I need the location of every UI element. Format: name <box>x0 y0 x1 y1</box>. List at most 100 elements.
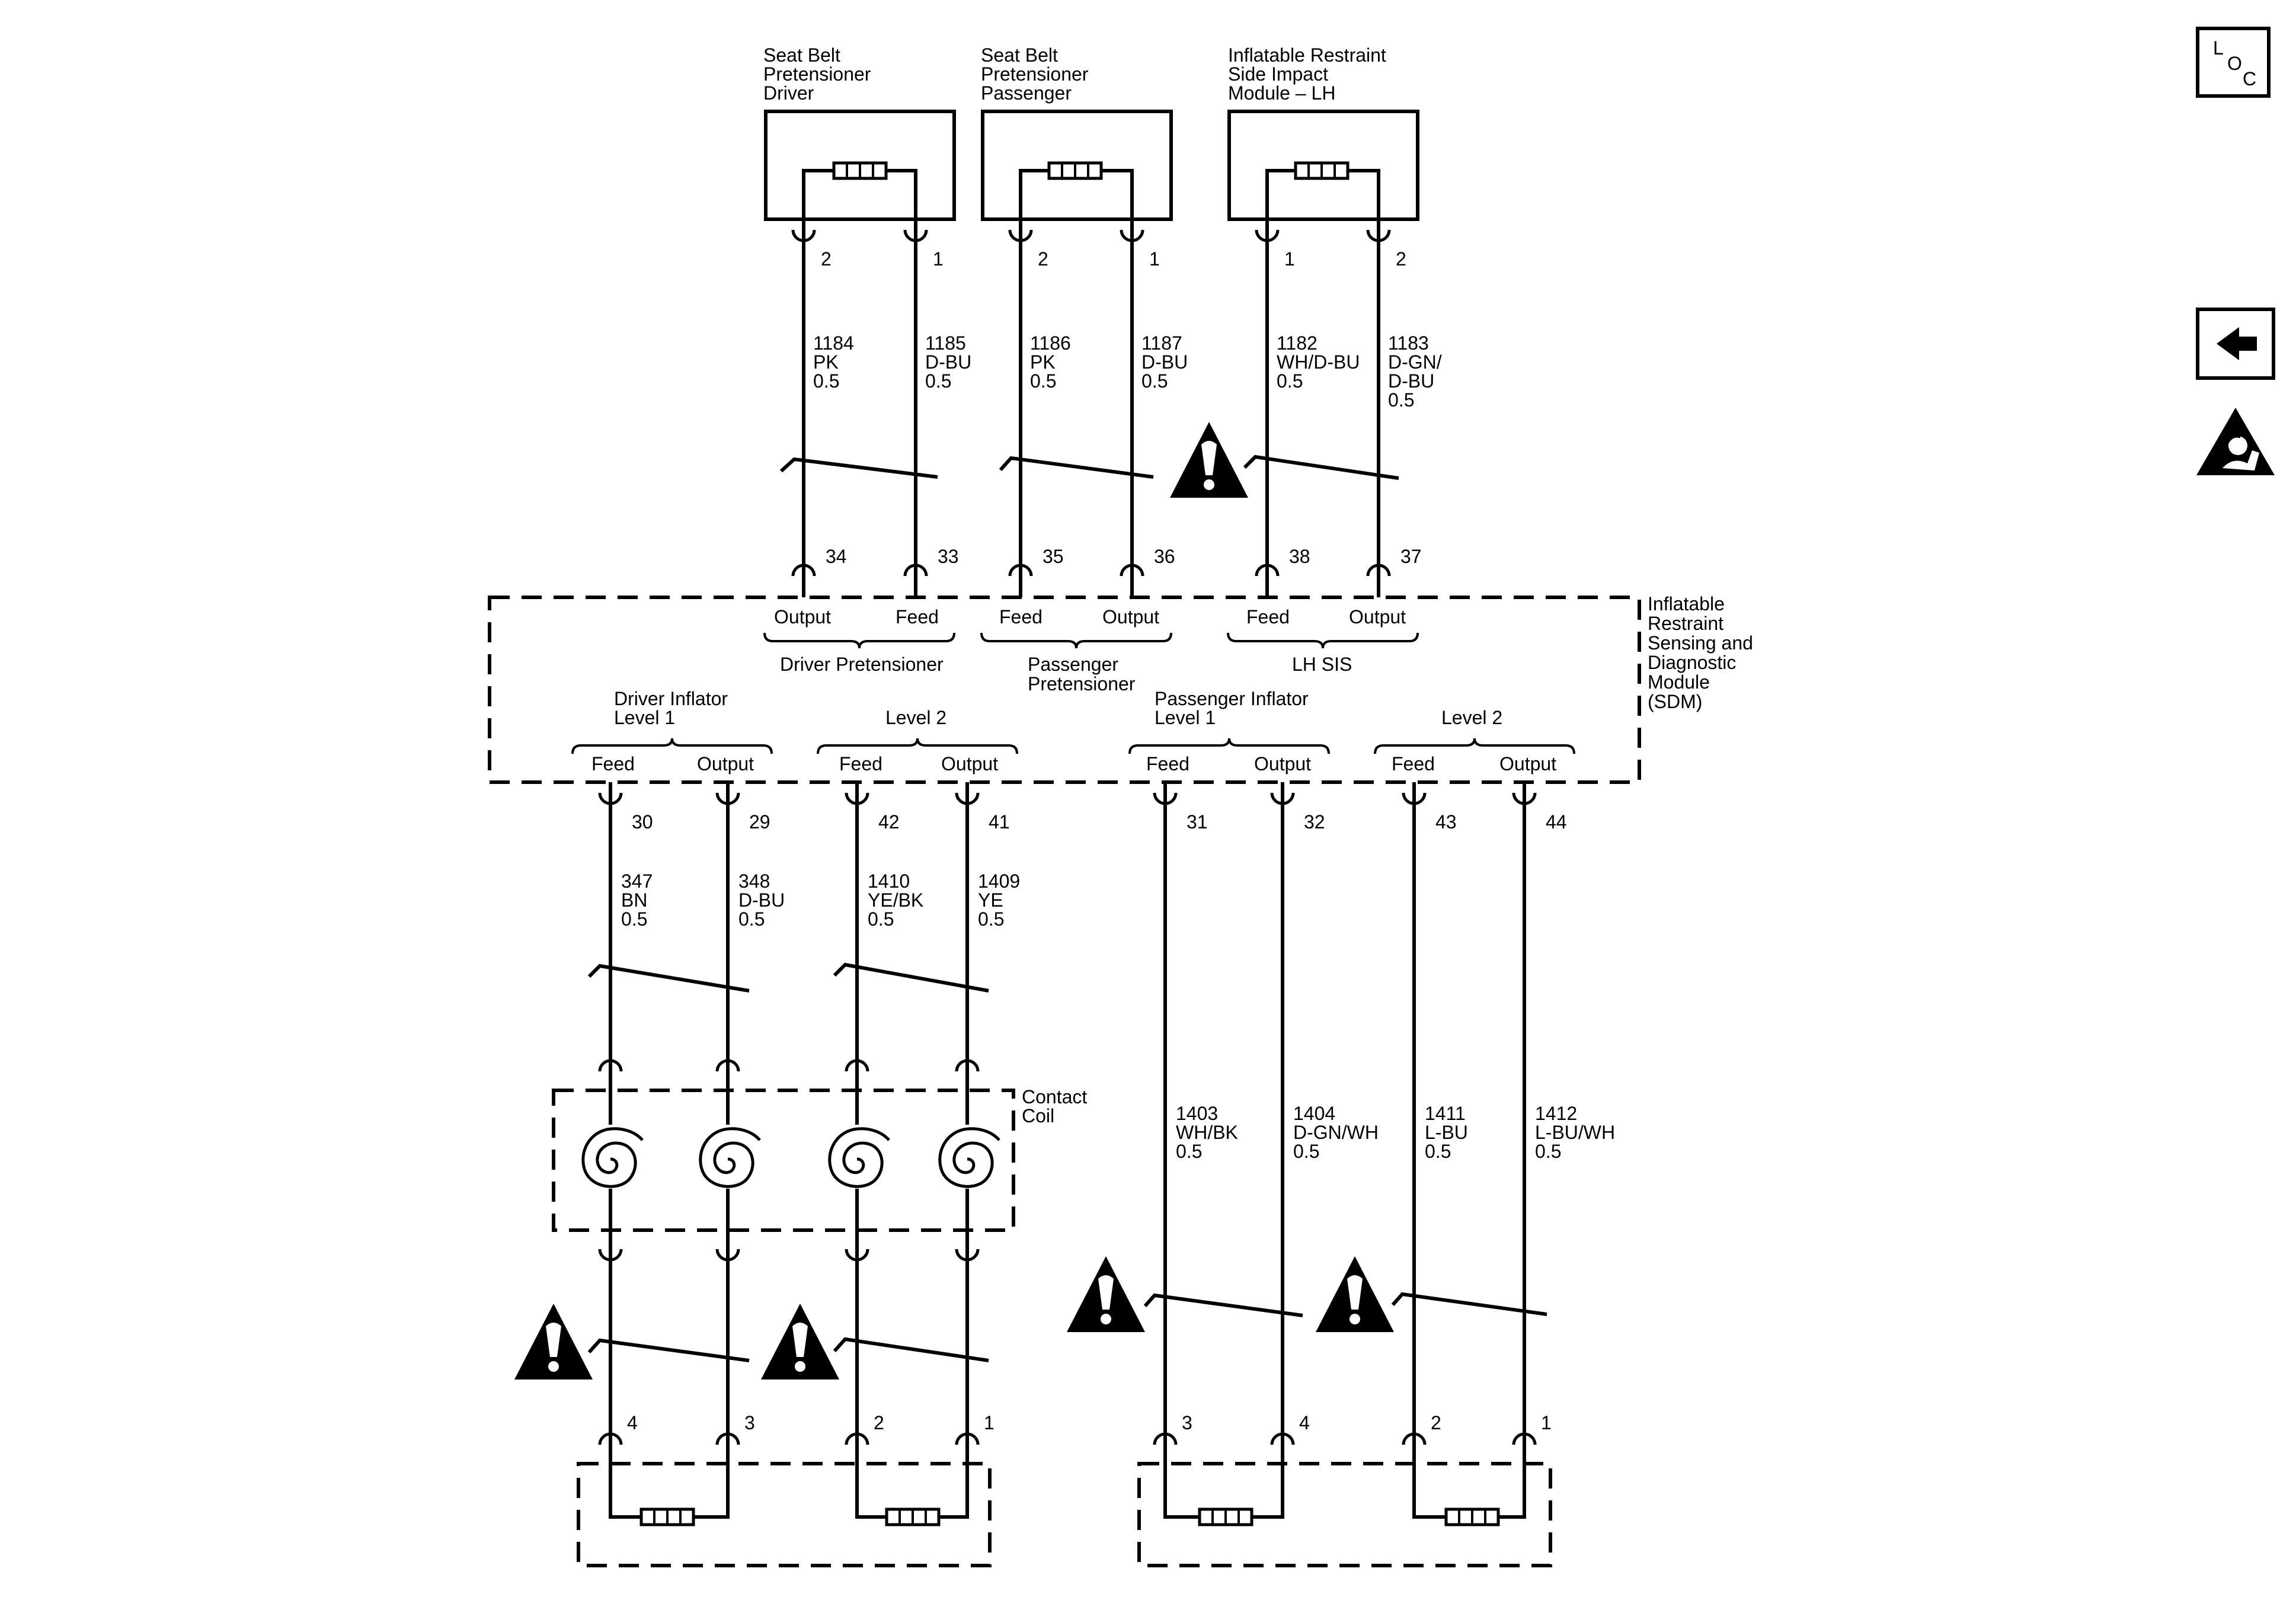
svg-text:Output: Output <box>697 753 754 774</box>
svg-text:Pretensioner: Pretensioner <box>763 63 871 85</box>
svg-text:4: 4 <box>627 1412 638 1433</box>
svg-text:0.5: 0.5 <box>1030 370 1056 392</box>
svg-text:BN: BN <box>621 889 647 911</box>
svg-text:1185: 1185 <box>925 332 966 354</box>
svg-text:33: 33 <box>938 546 959 567</box>
svg-text:1411: 1411 <box>1425 1103 1466 1124</box>
driver-inflator-module <box>577 1462 992 1567</box>
svg-text:1412: 1412 <box>1535 1103 1577 1124</box>
svg-text:1: 1 <box>1284 248 1295 270</box>
svg-text:Restraint: Restraint <box>1648 613 1723 634</box>
svg-text:Output: Output <box>941 753 998 774</box>
svg-text:0.5: 0.5 <box>925 370 951 392</box>
svg-text:1186: 1186 <box>1030 332 1071 354</box>
svg-text:1404: 1404 <box>1293 1103 1335 1124</box>
svg-text:D-BU: D-BU <box>738 889 785 911</box>
loc-button[interactable]: L O C <box>2196 27 2271 98</box>
svg-text:Module: Module <box>1648 671 1710 693</box>
svg-text:(SDM): (SDM) <box>1648 691 1702 712</box>
driver-inflator-circuit-labels: 347 BN 0.5 348 D-BU 0.5 1410 YE/BK 0.5 1… <box>621 870 1020 930</box>
svg-text:Output: Output <box>1499 753 1556 774</box>
svg-text:1403: 1403 <box>1176 1103 1218 1124</box>
driver-pretensioner-title: Seat Belt Pretensioner Driver <box>763 44 871 104</box>
lower-wires <box>587 782 1547 1465</box>
svg-text:0.5: 0.5 <box>1535 1141 1561 1162</box>
sdm-module <box>488 596 1641 784</box>
squib-resistor-icon <box>1296 163 1348 178</box>
svg-text:Sensing and: Sensing and <box>1648 632 1753 654</box>
svg-text:Feed: Feed <box>896 606 939 628</box>
back-button[interactable] <box>2196 308 2275 380</box>
svg-text:2: 2 <box>874 1412 884 1433</box>
svg-text:WH/BK: WH/BK <box>1176 1122 1238 1143</box>
sdm-lower-pin-labels: Feed Output Feed Output Feed Output Feed… <box>591 753 1556 774</box>
svg-text:Passenger: Passenger <box>1028 654 1118 675</box>
svg-text:Output: Output <box>1102 606 1159 628</box>
svg-text:1410: 1410 <box>868 870 910 892</box>
svg-text:C: C <box>2243 68 2256 89</box>
upper-wires <box>779 219 1399 597</box>
passenger-pretensioner-title: Seat Belt Pretensioner Passenger <box>981 44 1089 104</box>
svg-text:34: 34 <box>826 546 847 567</box>
svg-text:LH SIS: LH SIS <box>1292 654 1352 675</box>
svg-text:Module – LH: Module – LH <box>1228 82 1335 104</box>
svg-text:Feed: Feed <box>1246 606 1290 628</box>
upper-top-pin-numbers: 2 1 2 1 1 2 <box>821 248 1406 270</box>
sdm-upper-pin-numbers: 34 33 35 36 38 37 <box>826 546 1422 567</box>
sdm-lower-pin-numbers: 30 29 42 41 31 32 43 44 <box>632 811 1567 833</box>
svg-text:2: 2 <box>1396 248 1406 270</box>
airbag-warning-icon[interactable] <box>2196 408 2275 475</box>
svg-text:43: 43 <box>1435 811 1457 833</box>
svg-text:Inflatable: Inflatable <box>1648 593 1725 614</box>
svg-text:0.5: 0.5 <box>1388 389 1414 411</box>
contact-coil <box>552 1089 1015 1232</box>
svg-text:O: O <box>2227 53 2242 74</box>
loc-icon: L <box>2213 37 2224 59</box>
svg-text:Pretensioner: Pretensioner <box>1028 673 1136 694</box>
svg-text:41: 41 <box>989 811 1010 833</box>
svg-text:Passenger Inflator: Passenger Inflator <box>1155 688 1309 709</box>
svg-text:D-GN/: D-GN/ <box>1388 351 1442 373</box>
warning-triangle-icon <box>1170 422 1248 498</box>
sdm-title: Inflatable Restraint Sensing and Diagnos… <box>1648 593 1753 712</box>
squib-resistor-icon <box>1049 163 1101 178</box>
svg-text:4: 4 <box>1299 1412 1310 1433</box>
svg-text:PK: PK <box>1030 351 1056 373</box>
sdm-lower-group-labels: Driver Inflator Level 1 Level 2 Passenge… <box>614 688 1502 728</box>
svg-text:36: 36 <box>1154 546 1175 567</box>
squib-resistor-icon <box>641 1509 693 1525</box>
svg-text:Coil: Coil <box>1022 1105 1054 1126</box>
svg-text:Output: Output <box>1349 606 1406 628</box>
svg-text:1187: 1187 <box>1141 332 1182 354</box>
svg-text:0.5: 0.5 <box>738 908 765 930</box>
svg-text:Feed: Feed <box>839 753 882 774</box>
svg-text:35: 35 <box>1043 546 1064 567</box>
svg-text:0.5: 0.5 <box>1425 1141 1451 1162</box>
svg-text:0.5: 0.5 <box>813 370 839 392</box>
squib-resistor-icon <box>887 1509 939 1525</box>
svg-text:Level 1: Level 1 <box>614 707 675 728</box>
svg-text:0.5: 0.5 <box>978 908 1004 930</box>
svg-text:1183: 1183 <box>1388 332 1429 354</box>
sdm-upper-pin-labels: Output Feed Feed Output Feed Output <box>774 606 1406 628</box>
svg-text:2: 2 <box>1038 248 1048 270</box>
svg-text:Feed: Feed <box>1146 753 1189 774</box>
svg-text:Output: Output <box>1254 753 1311 774</box>
svg-text:2: 2 <box>1431 1412 1441 1433</box>
svg-text:Output: Output <box>774 606 831 628</box>
svg-text:D-BU: D-BU <box>1388 370 1434 392</box>
svg-text:Feed: Feed <box>591 753 635 774</box>
svg-text:L-BU/WH: L-BU/WH <box>1535 1122 1615 1143</box>
svg-text:YE: YE <box>978 889 1003 911</box>
svg-text:29: 29 <box>749 811 770 833</box>
svg-text:44: 44 <box>1546 811 1567 833</box>
svg-text:0.5: 0.5 <box>1141 370 1168 392</box>
svg-text:1409: 1409 <box>978 870 1020 892</box>
svg-text:0.5: 0.5 <box>1176 1141 1202 1162</box>
svg-text:1: 1 <box>984 1412 994 1433</box>
side-impact-module-box <box>1227 110 1419 221</box>
svg-text:Level 1: Level 1 <box>1155 707 1216 728</box>
squib-resistor-icon <box>1200 1509 1252 1525</box>
svg-text:L-BU: L-BU <box>1425 1122 1468 1143</box>
svg-text:YE/BK: YE/BK <box>868 889 923 911</box>
